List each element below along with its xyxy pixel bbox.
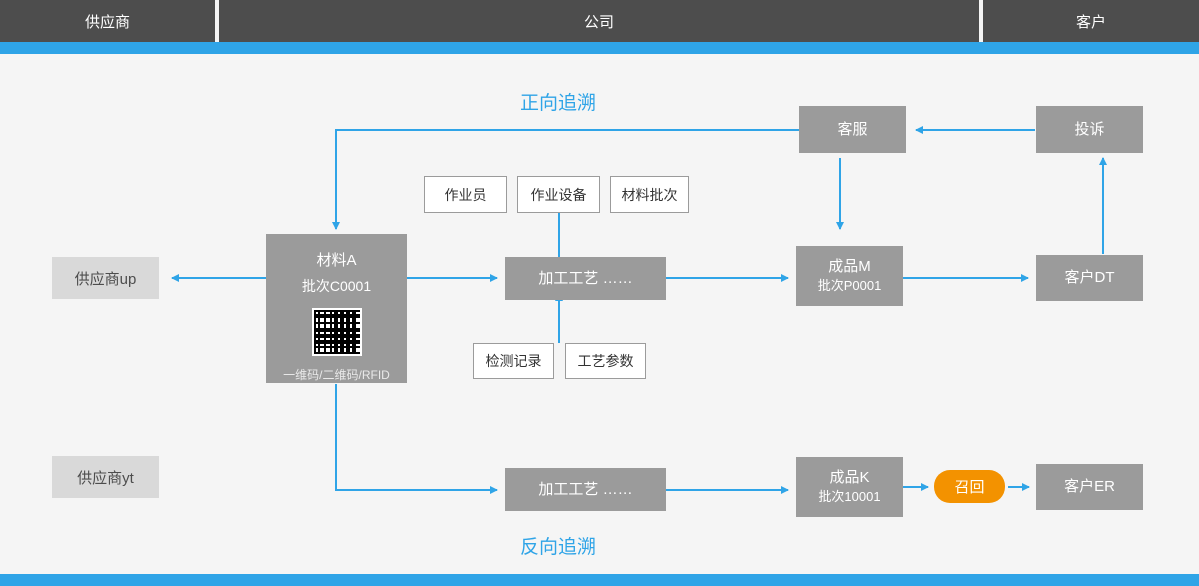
header-company: 公司: [219, 0, 979, 42]
node-attr-process-param-label: 工艺参数: [577, 353, 634, 369]
header-customer-label: 客户: [1075, 13, 1106, 31]
node-customer-er-label: 客户ER: [1064, 478, 1115, 496]
node-supplier-up[interactable]: 供应商up: [52, 257, 159, 299]
node-supplier-up-label: 供应商up: [74, 270, 137, 288]
node-material-a[interactable]: 材料A 批次C0001 一维码/二维码/RFID: [266, 234, 407, 383]
caption-forward-trace: 正向追溯: [520, 93, 597, 114]
node-material-a-batch: 批次C0001: [301, 278, 372, 294]
node-product-k-batch: 批次10001: [818, 489, 881, 505]
node-customer-service-label: 客服: [837, 120, 868, 138]
node-material-a-footer: 一维码/二维码/RFID: [283, 368, 390, 382]
caption-reverse-trace: 反向追溯: [520, 537, 597, 558]
node-attr-material-batch-label: 材料批次: [621, 186, 678, 203]
node-supplier-yt[interactable]: 供应商yt: [52, 456, 159, 498]
node-attr-material-batch[interactable]: 材料批次: [610, 176, 689, 213]
node-process-bottom-label: 加工工艺 ……: [538, 480, 633, 498]
node-attr-inspection-label: 检测记录: [485, 353, 542, 369]
top-accent-bar: [0, 42, 1199, 54]
node-attr-operator-label: 作业员: [444, 186, 487, 203]
node-attr-equipment[interactable]: 作业设备: [517, 176, 600, 213]
node-recall-label: 召回: [954, 479, 985, 496]
node-complaint-label: 投诉: [1074, 120, 1105, 138]
node-product-m[interactable]: 成品M 批次P0001: [796, 246, 903, 306]
bottom-accent-bar: [0, 574, 1199, 586]
qr-code-icon: [311, 308, 362, 356]
node-attr-equipment-label: 作业设备: [530, 186, 587, 203]
node-product-k[interactable]: 成品K 批次10001: [796, 457, 903, 517]
header-supplier-label: 供应商: [84, 13, 130, 31]
node-material-a-title: 材料A: [316, 252, 357, 269]
node-product-m-title: 成品M: [828, 257, 871, 275]
node-customer-dt[interactable]: 客户DT: [1036, 255, 1143, 301]
header-customer: 客户: [983, 0, 1199, 42]
node-attr-process-param[interactable]: 工艺参数: [565, 343, 646, 379]
node-process-top[interactable]: 加工工艺 ……: [505, 257, 666, 300]
node-process-bottom[interactable]: 加工工艺 ……: [505, 468, 666, 511]
node-attr-operator[interactable]: 作业员: [424, 176, 507, 213]
node-customer-er[interactable]: 客户ER: [1036, 464, 1143, 510]
header-company-label: 公司: [583, 13, 614, 31]
node-supplier-yt-label: 供应商yt: [77, 469, 134, 487]
node-recall[interactable]: 召回: [934, 470, 1005, 503]
node-customer-service[interactable]: 客服: [799, 106, 906, 153]
node-customer-dt-label: 客户DT: [1064, 269, 1115, 287]
node-complaint[interactable]: 投诉: [1036, 106, 1143, 153]
node-product-m-batch: 批次P0001: [817, 278, 882, 294]
header-supplier: 供应商: [0, 0, 215, 42]
node-product-k-title: 成品K: [829, 468, 870, 486]
node-process-top-label: 加工工艺 ……: [538, 269, 633, 287]
node-attr-inspection[interactable]: 检测记录: [473, 343, 554, 379]
